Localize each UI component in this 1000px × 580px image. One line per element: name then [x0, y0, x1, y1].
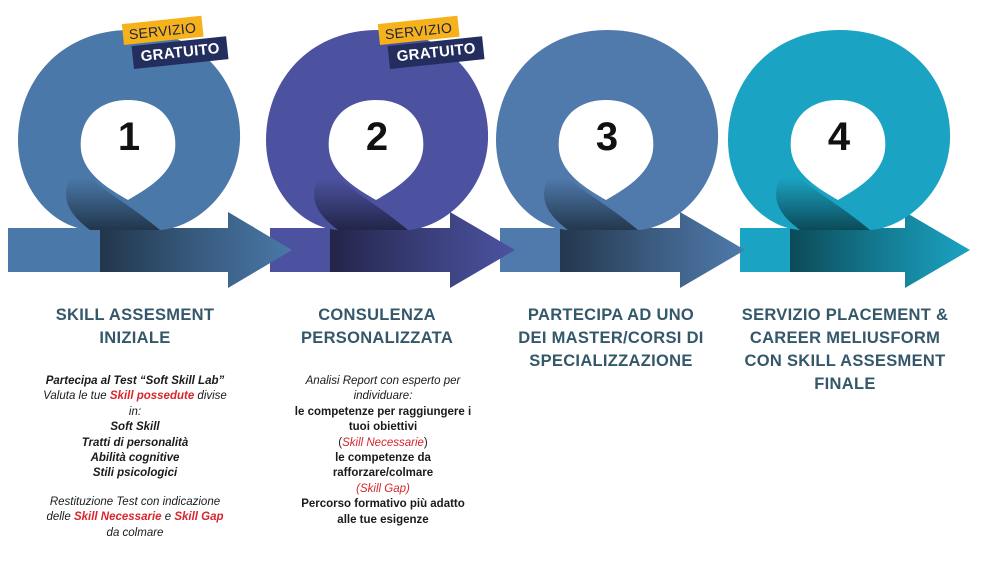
desc-line: (Skill Necessarie) [258, 436, 508, 451]
step-title-1: SKILL ASSESMENT INIZIALE [55, 306, 215, 347]
skill-necessarie-highlight: Skill Necessarie [73, 511, 162, 524]
desc-line: Abilità cognitive [90, 452, 180, 465]
desc-line: alle tue esigenze [337, 513, 429, 526]
desc-line: Valuta le tue Skill possedute divise [10, 389, 260, 404]
step-title-4: SERVIZIO PLACEMENT & CAREER MELIUSFORM C… [741, 306, 949, 393]
step-title-3: PARTECIPA AD UNO DEI MASTER/CORSI DI SPE… [518, 306, 704, 370]
desc-line: in: [128, 405, 142, 418]
desc-line: Partecipa al Test “Soft Skill Lab” [45, 375, 225, 387]
loop-arrows-graphic [8, 30, 970, 288]
desc-line: Analisi Report con esperto per [305, 375, 461, 387]
skill-necessarie-highlight: Skill Necessarie [342, 436, 424, 449]
desc-line: Stili psicologici [92, 467, 178, 480]
skill-gap-highlight: (Skill Gap) [356, 482, 410, 495]
step-number-4: 4 [827, 115, 851, 159]
desc-line: le competenze per raggiungere i [294, 405, 472, 418]
desc-line: rafforzare/colmare [332, 467, 434, 480]
desc-line: Soft Skill [110, 421, 160, 434]
desc-line: delle Skill Necessarie e Skill Gap [10, 510, 260, 525]
desc-line: Restituzione Test con indicazione [49, 495, 221, 508]
desc-line: tuoi obiettivi [348, 421, 418, 434]
skill-gap-highlight: Skill Gap [174, 511, 224, 524]
step-number-3: 3 [595, 115, 619, 159]
loop-2 [266, 30, 515, 288]
desc-text: ) [423, 436, 428, 449]
desc-text: delle [46, 511, 74, 524]
loop-3 [496, 30, 745, 288]
step-number-2: 2 [365, 115, 389, 159]
step-title-2: CONSULENZA PERSONALIZZATA [300, 306, 454, 347]
desc-line: da colmare [106, 526, 164, 539]
step-description-2: Analisi Report con esperto per individua… [258, 374, 508, 528]
desc-line: Tratti di personalità [81, 436, 189, 449]
loop-4 [728, 30, 970, 288]
desc-line: Percorso formativo più adatto [301, 498, 465, 511]
desc-text: e [161, 511, 175, 524]
desc-text: ( [338, 436, 343, 449]
loop-1 [8, 30, 292, 288]
desc-line: le competenze da [335, 452, 431, 465]
desc-line: individuare: [353, 390, 413, 403]
desc-text: Valuta le tue [43, 390, 110, 403]
step-description-1: Partecipa al Test “Soft Skill Lab” Valut… [10, 374, 260, 541]
skill-possedute-highlight: Skill possedute [109, 390, 195, 403]
step-number-1: 1 [117, 115, 141, 159]
desc-text: divise [194, 390, 227, 403]
